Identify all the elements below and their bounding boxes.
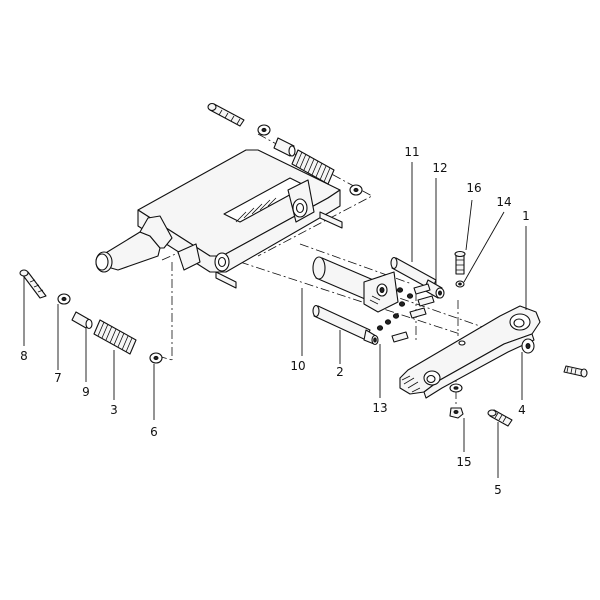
part-2-piston-rod xyxy=(312,304,379,346)
part-13-bolts xyxy=(376,283,435,343)
part-16-pin xyxy=(454,250,466,275)
leader-lines xyxy=(23,162,527,478)
main-housing xyxy=(95,149,343,289)
part-7-washer xyxy=(57,293,71,305)
callout-6: 6 xyxy=(150,425,158,439)
side-bolt xyxy=(563,365,588,378)
callout-1: 1 xyxy=(522,209,530,223)
callout-7: 7 xyxy=(54,371,62,385)
callout-14: 14 xyxy=(496,195,511,209)
part-9-bushing xyxy=(71,311,93,330)
callout-5: 5 xyxy=(494,483,502,497)
part-10-cylinder xyxy=(312,256,399,313)
callout-8: 8 xyxy=(20,349,28,363)
part-14-washer xyxy=(455,280,465,288)
callout-11: 11 xyxy=(404,145,419,159)
callout-10: 10 xyxy=(290,359,305,373)
callout-labels: 1 2 3 4 5 6 7 8 9 10 11 12 13 14 15 16 xyxy=(20,145,530,497)
part-5-bolt xyxy=(487,409,513,427)
callout-3: 3 xyxy=(110,403,118,417)
part-11-12-rods xyxy=(390,256,445,299)
part-1-swing-arm xyxy=(399,305,541,399)
part-15-nut xyxy=(449,383,464,419)
part-3-spring xyxy=(93,319,137,355)
callout-13: 13 xyxy=(372,401,387,415)
callout-9: 9 xyxy=(82,385,90,399)
upper-spring-assembly xyxy=(207,102,363,196)
callout-4: 4 xyxy=(518,403,526,417)
callout-2: 2 xyxy=(336,365,344,379)
part-6-washer xyxy=(149,352,163,364)
part-4-washer xyxy=(521,338,535,354)
callout-12: 12 xyxy=(432,161,447,175)
callout-15: 15 xyxy=(456,455,471,469)
part-8-bolt xyxy=(19,269,47,299)
callout-16: 16 xyxy=(466,181,481,195)
